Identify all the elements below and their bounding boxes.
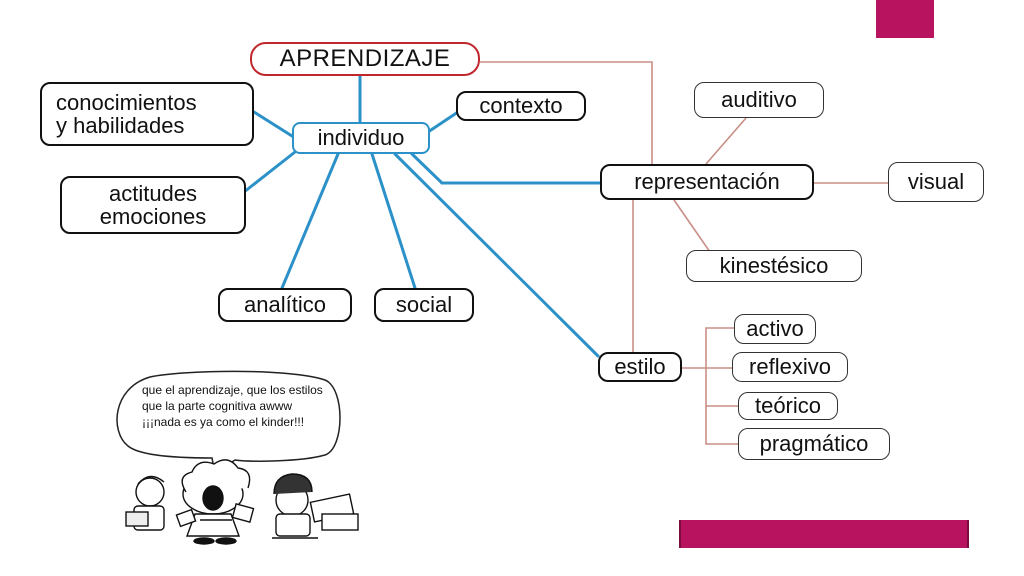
node-estilo: estilo bbox=[598, 352, 682, 382]
node-reflexivo-label: reflexivo bbox=[749, 354, 831, 380]
node-aprendizaje-label: APRENDIZAJE bbox=[279, 45, 451, 73]
node-contexto-label: contexto bbox=[479, 93, 563, 119]
node-individuo-label: individuo bbox=[317, 125, 405, 151]
node-pragmatico-label: pragmático bbox=[759, 431, 869, 457]
speech-bubble bbox=[116, 370, 341, 475]
node-activo: activo bbox=[734, 314, 816, 344]
node-individuo: individuo bbox=[292, 122, 430, 154]
node-actitudes: actitudes emociones bbox=[60, 176, 246, 234]
node-estilo-label: estilo bbox=[614, 354, 666, 380]
node-actitudes-line2: emociones bbox=[99, 204, 207, 229]
node-conocimientos-line2: y habilidades bbox=[56, 113, 185, 138]
accent-corner-block bbox=[876, 0, 934, 38]
node-auditivo-label: auditivo bbox=[721, 87, 797, 113]
node-conocimientos: conocimientos y habilidades bbox=[40, 82, 254, 146]
node-analitico: analítico bbox=[218, 288, 352, 322]
node-activo-label: activo bbox=[746, 316, 804, 342]
node-social-label: social bbox=[395, 292, 453, 318]
node-pragmatico: pragmático bbox=[738, 428, 890, 460]
node-representacion: representación bbox=[600, 164, 814, 200]
node-teorico: teórico bbox=[738, 392, 838, 420]
node-actitudes-line1: actitudes bbox=[108, 180, 198, 206]
node-auditivo: auditivo bbox=[694, 82, 824, 118]
node-representacion-label: representación bbox=[634, 169, 780, 195]
node-teorico-label: teórico bbox=[754, 393, 822, 419]
speech-bubble-text: que el aprendizaje, que los estilos que … bbox=[142, 382, 327, 430]
speech-bubble-line1: que el aprendizaje, que los estilos bbox=[142, 383, 323, 397]
node-visual: visual bbox=[888, 162, 984, 202]
node-analitico-label: analítico bbox=[244, 292, 326, 318]
speech-bubble-line2: que la parte cognitiva awww bbox=[142, 399, 293, 413]
node-kinestesico-label: kinestésico bbox=[719, 253, 829, 279]
node-contexto: contexto bbox=[456, 91, 586, 121]
accent-bottom-bar bbox=[679, 520, 969, 548]
cartoon-illustration bbox=[125, 459, 359, 545]
speech-bubble-line3: ¡¡¡nada es ya como el kinder!!! bbox=[142, 415, 305, 429]
node-conocimientos-line1: conocimientos bbox=[56, 89, 197, 115]
node-kinestesico: kinestésico bbox=[686, 250, 862, 282]
node-visual-label: visual bbox=[907, 169, 965, 195]
node-aprendizaje: APRENDIZAJE bbox=[250, 42, 480, 76]
node-social: social bbox=[374, 288, 474, 322]
node-reflexivo: reflexivo bbox=[732, 352, 848, 382]
